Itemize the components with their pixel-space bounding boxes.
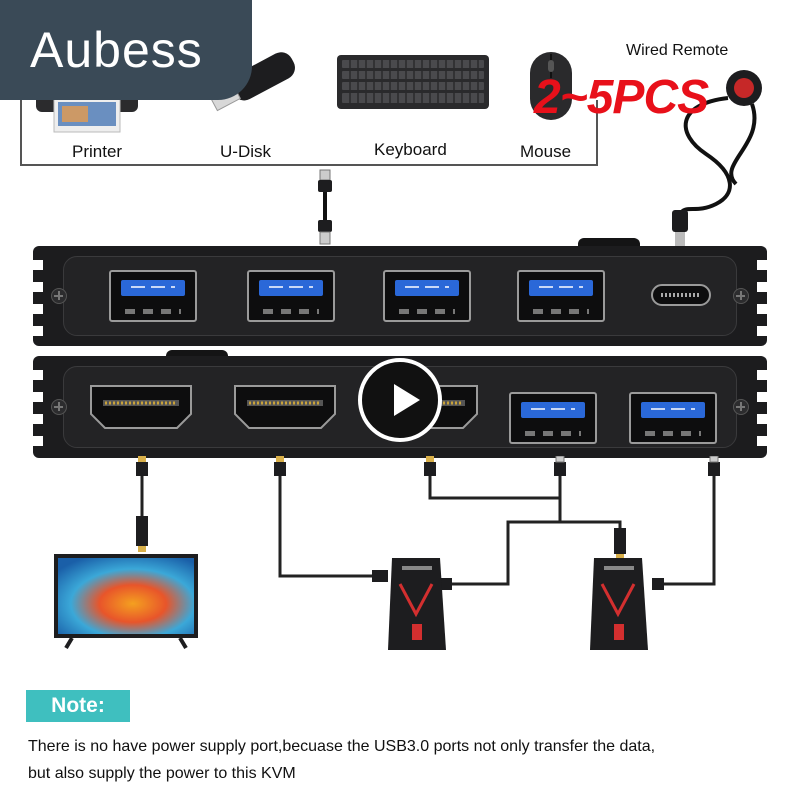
printer-label: Printer (72, 142, 123, 161)
usb3-port-1 (109, 270, 197, 322)
usb3-port-3 (383, 270, 471, 322)
peripheral-connector-line (20, 100, 598, 166)
note-badge: Note: (26, 690, 130, 722)
usb3-port-6 (629, 392, 717, 444)
wired-remote-icon (672, 70, 762, 246)
monitor-icon (54, 554, 198, 650)
usb3-port-5 (509, 392, 597, 444)
screw-icon (51, 288, 67, 304)
mouse-icon (530, 52, 572, 120)
screw-icon (51, 399, 67, 415)
screw-icon (733, 399, 749, 415)
hdmi-port-2 (234, 385, 336, 429)
keyboard-label: Keyboard (374, 140, 447, 159)
usb-c-remote-port (651, 284, 711, 306)
note-line-1: There is no have power supply port,becua… (28, 738, 656, 755)
keyboard-icon (337, 55, 489, 109)
kvm-top-panel (33, 246, 767, 346)
hdmi-port-1 (90, 385, 192, 429)
screw-icon (733, 288, 749, 304)
wired-remote-label: Wired Remote (626, 42, 729, 59)
brand-logo: Aubess (0, 0, 252, 100)
usb-cable-icon (318, 169, 332, 245)
mouse-label: Mouse (520, 142, 572, 161)
connection-cables (136, 456, 720, 590)
note-text: There is no have power supply port,becua… (28, 733, 788, 787)
promo-quantity-text: 2~5PCS (534, 71, 709, 124)
note-line-2: but also supply the power to this KVM (28, 765, 296, 782)
udisk-label: U-Disk (220, 142, 271, 161)
usb3-port-4 (517, 270, 605, 322)
computer-tower-icon (590, 558, 648, 650)
computer-tower-icon (388, 558, 446, 650)
usb3-port-2 (247, 270, 335, 322)
play-video-button[interactable] (358, 358, 442, 442)
